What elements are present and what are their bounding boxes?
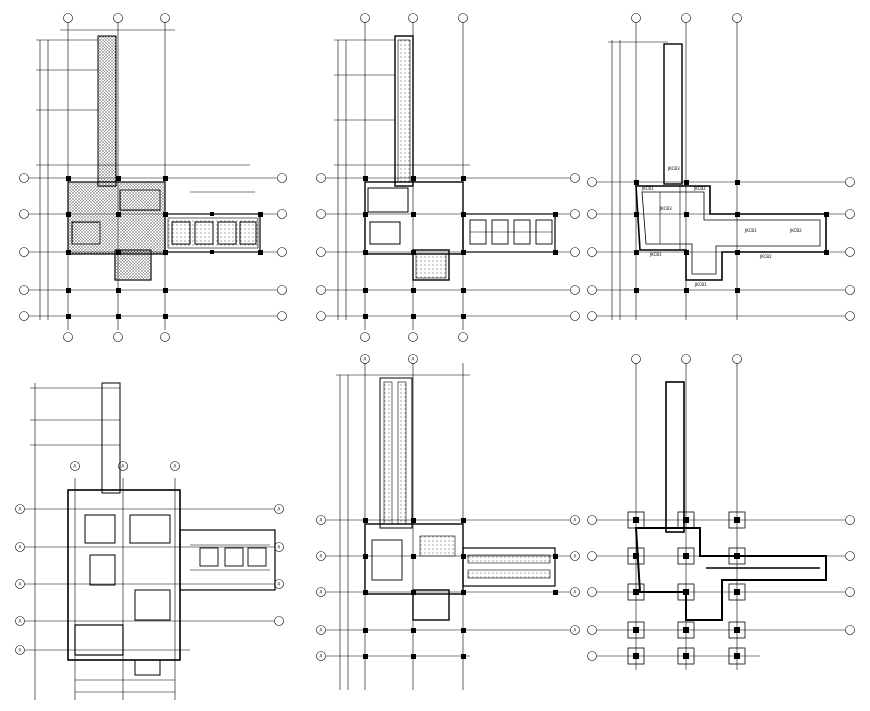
- axis-label: A: [278, 507, 281, 512]
- axis-label: A: [320, 518, 323, 523]
- beam-label: JKCB3: [667, 166, 680, 171]
- axis-label: A: [19, 619, 22, 624]
- plan-top-left: [19, 13, 287, 342]
- axis-label: A: [574, 554, 577, 559]
- axis-label: A: [122, 464, 125, 469]
- beam-label: JKCB2: [789, 228, 802, 233]
- axis-label: A: [19, 648, 22, 653]
- axis-label: A: [412, 357, 415, 362]
- axis-label: A: [320, 554, 323, 559]
- beam-label: JKCB1: [744, 228, 757, 233]
- axis-label: A: [278, 545, 281, 550]
- plan-top-right: JKCB1 JKCB2 JKCB3 JKCB1 JKCB2 JKCB1 JKCB…: [587, 13, 855, 321]
- beam-label: JKCB1: [649, 252, 662, 257]
- axis-label: A: [574, 628, 577, 633]
- beam-label: JKCB1: [694, 282, 707, 287]
- axis-label: A: [74, 464, 77, 469]
- axis-label: A: [19, 545, 22, 550]
- axis-label: A: [19, 507, 22, 512]
- column-markers: [66, 176, 263, 319]
- beam-label-group: JKCB1 JKCB2 JKCB3 JKCB1 JKCB2 JKCB1 JKCB…: [641, 166, 802, 287]
- plan-bottom-middle: A A A A A A A A A A A: [316, 354, 580, 690]
- footing-group: [627, 511, 746, 665]
- beam-label: JKCB3: [659, 206, 672, 211]
- axis-label: A: [320, 590, 323, 595]
- plan-bottom-right: [587, 354, 855, 670]
- plan-bottom-left: A A A A A A A A A A A: [15, 382, 284, 700]
- axis-label-group: A A A A A A A A A A A: [19, 464, 281, 653]
- axis-label: A: [320, 628, 323, 633]
- beam-label: JKCB2: [759, 254, 772, 259]
- beam-label: JKCB2: [693, 186, 706, 191]
- axis-label: A: [278, 582, 281, 587]
- beam-label: JKCB1: [641, 186, 654, 191]
- axis-label: A: [19, 582, 22, 587]
- axis-label: A: [574, 590, 577, 595]
- plan-top-middle: [316, 13, 580, 342]
- axis-label: A: [174, 464, 177, 469]
- axis-label: A: [574, 518, 577, 523]
- axis-label: A: [364, 357, 367, 362]
- axis-label-group: A A A A A A A A A A A: [320, 357, 577, 659]
- axis-label: A: [320, 654, 323, 659]
